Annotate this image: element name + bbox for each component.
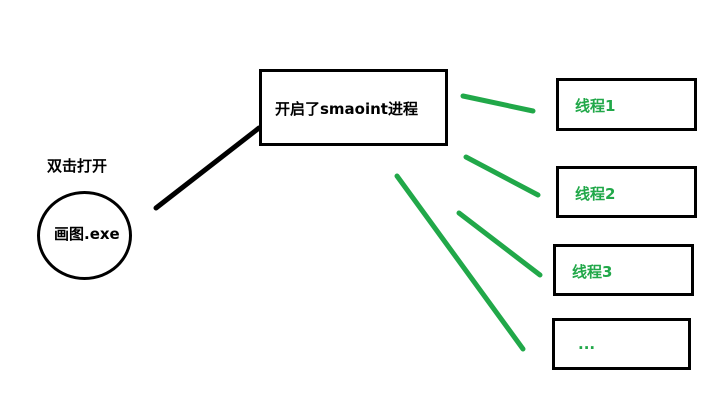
thread-node-3: 线程3 xyxy=(553,244,694,296)
process-to-thread-3-connector xyxy=(456,210,543,278)
program-label: 画图.exe xyxy=(54,225,120,243)
thread-node-more: ... xyxy=(552,318,691,370)
process-to-thread-more-connector xyxy=(394,173,526,352)
thread-node-2: 线程2 xyxy=(556,166,697,218)
process-to-thread-2-connector xyxy=(463,154,541,198)
trigger-label: 双击打开 xyxy=(47,157,108,175)
process-node: 开启了smaoint进程 xyxy=(259,69,448,146)
thread-label-2: 线程2 xyxy=(575,185,616,203)
thread-label-1: 线程1 xyxy=(575,97,616,115)
thread-label-3: 线程3 xyxy=(572,263,613,281)
thread-label-more: ... xyxy=(578,335,596,353)
program-to-process-connector xyxy=(153,125,262,211)
process-to-thread-1-connector xyxy=(460,93,536,114)
thread-node-1: 线程1 xyxy=(556,78,697,131)
program-node: 画图.exe xyxy=(37,191,132,280)
process-label: 开启了smaoint进程 xyxy=(275,100,418,118)
